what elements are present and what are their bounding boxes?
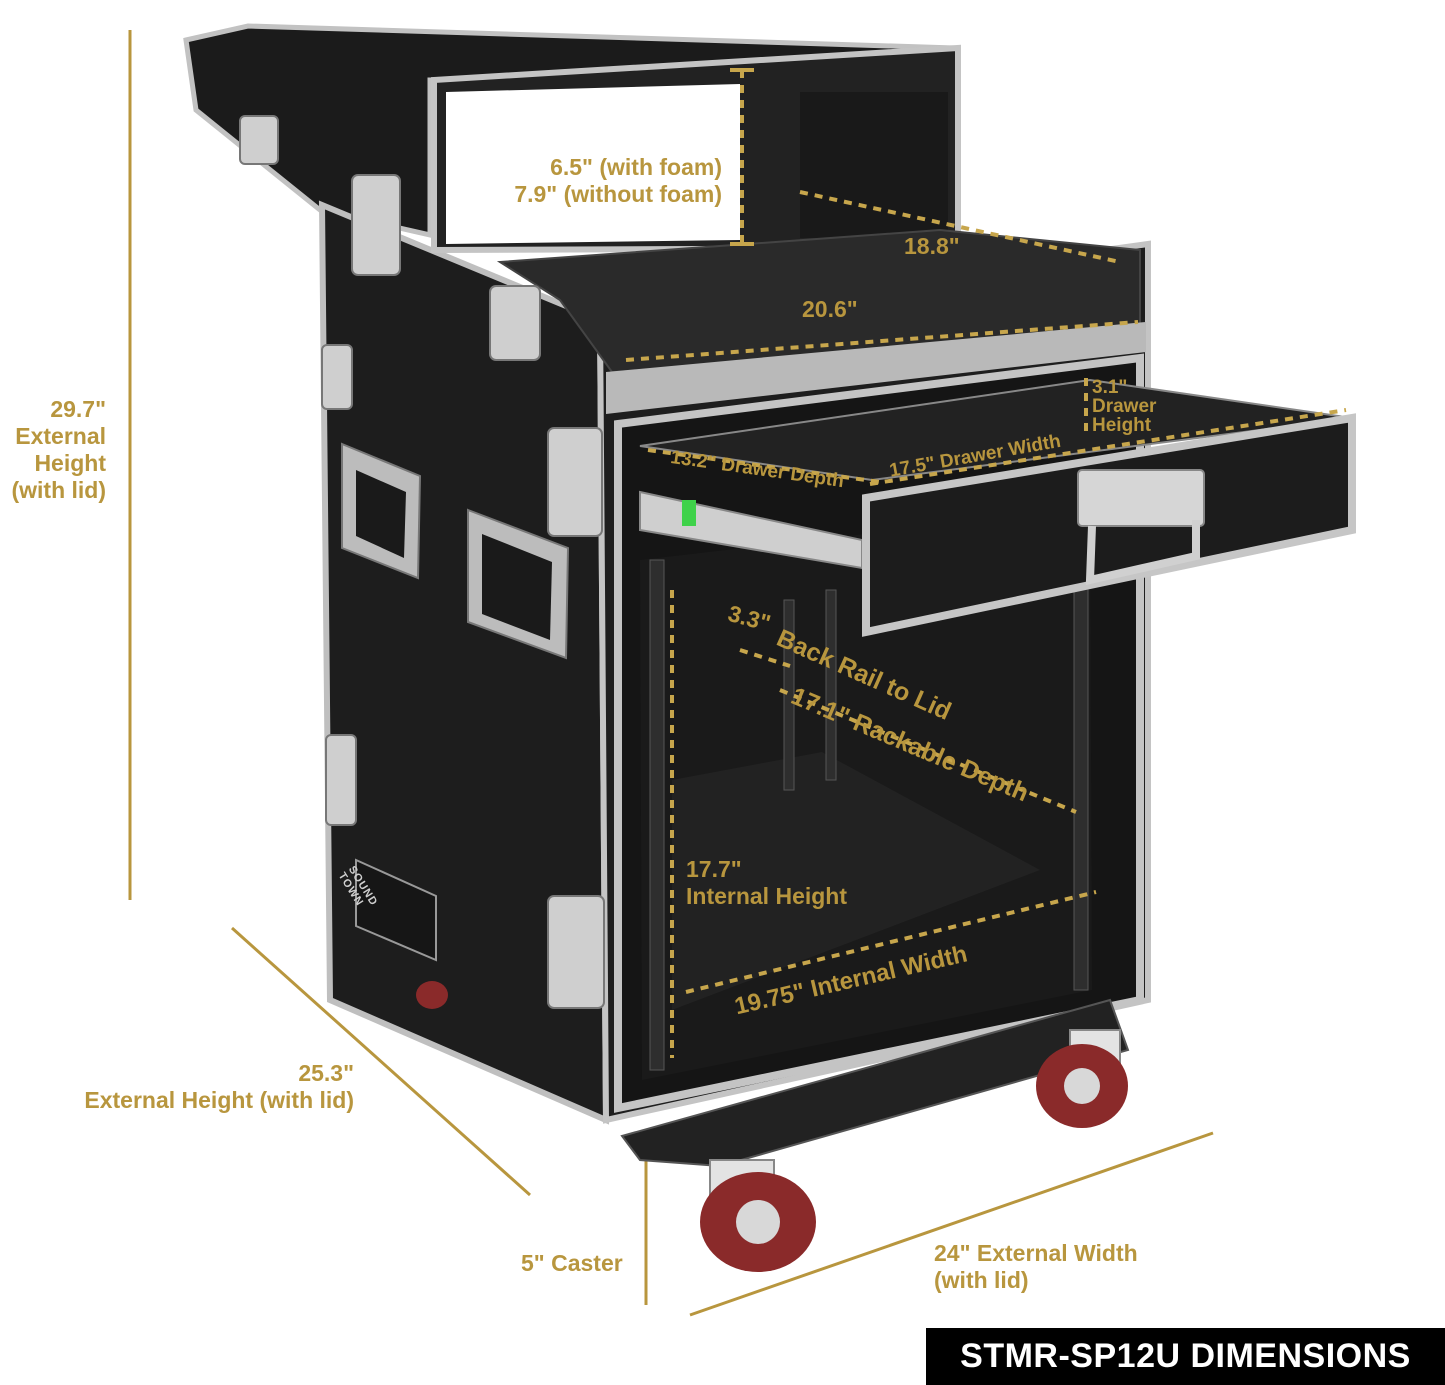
rack-rail-back-right bbox=[825, 589, 837, 781]
top-compartment-opening bbox=[446, 84, 740, 244]
internal-width-dim-line bbox=[685, 890, 1097, 994]
drawer-width-dim-line bbox=[869, 408, 1347, 486]
rack-rail-back-left bbox=[783, 599, 795, 791]
rack-floor bbox=[672, 752, 1040, 1010]
case-latch-icon bbox=[1077, 469, 1205, 586]
caster-wheel-icon bbox=[416, 981, 448, 1009]
external-depth-guide-line bbox=[230, 926, 532, 1197]
model-dimensions-banner: STMR-SP12U DIMENSIONS bbox=[926, 1328, 1445, 1385]
drawer-release-latch bbox=[682, 500, 696, 526]
external-width-guide-line bbox=[689, 1131, 1214, 1317]
shelf-trim bbox=[606, 322, 1146, 414]
caster-wheel-icon bbox=[1036, 1029, 1128, 1128]
shelf-width-dim-line bbox=[625, 320, 1139, 362]
internal-height-label: 17.7" Internal Height bbox=[686, 856, 848, 910]
case-latch-icon bbox=[547, 427, 603, 537]
case-latch-icon bbox=[325, 734, 357, 826]
caster-wheel-icon bbox=[700, 1159, 816, 1272]
brand-plate bbox=[355, 858, 437, 962]
case-latch-icon bbox=[547, 895, 605, 1009]
shelf-depth-label: 18.8" bbox=[904, 233, 960, 259]
drawer-height-label: 3.1" Drawer Height bbox=[1092, 377, 1157, 436]
external-height-label: 29.7" External Height (with lid) bbox=[11, 396, 106, 504]
caster-base-plate bbox=[620, 998, 1130, 1168]
external-depth-label: 25.3" External Height (with lid) bbox=[84, 1060, 354, 1114]
shelf-width-label: 20.6" bbox=[802, 296, 858, 322]
case-latch-icon bbox=[489, 285, 541, 361]
caster-size-label: 5" Caster bbox=[521, 1250, 623, 1276]
external-width-label: 24" External Width (with lid) bbox=[934, 1240, 1138, 1294]
top-foam-height-label: 6.5" (with foam) 7.9" (without foam) bbox=[514, 154, 722, 208]
case-latch-icon bbox=[239, 115, 279, 165]
drawer-depth-dim-line bbox=[647, 448, 881, 484]
case-latch-icon bbox=[321, 344, 353, 410]
case-latch-icon bbox=[351, 174, 401, 276]
top-compartment-back bbox=[800, 92, 948, 238]
shelf-depth-dim-line bbox=[799, 190, 1121, 264]
rack-rail-left bbox=[649, 559, 665, 1071]
